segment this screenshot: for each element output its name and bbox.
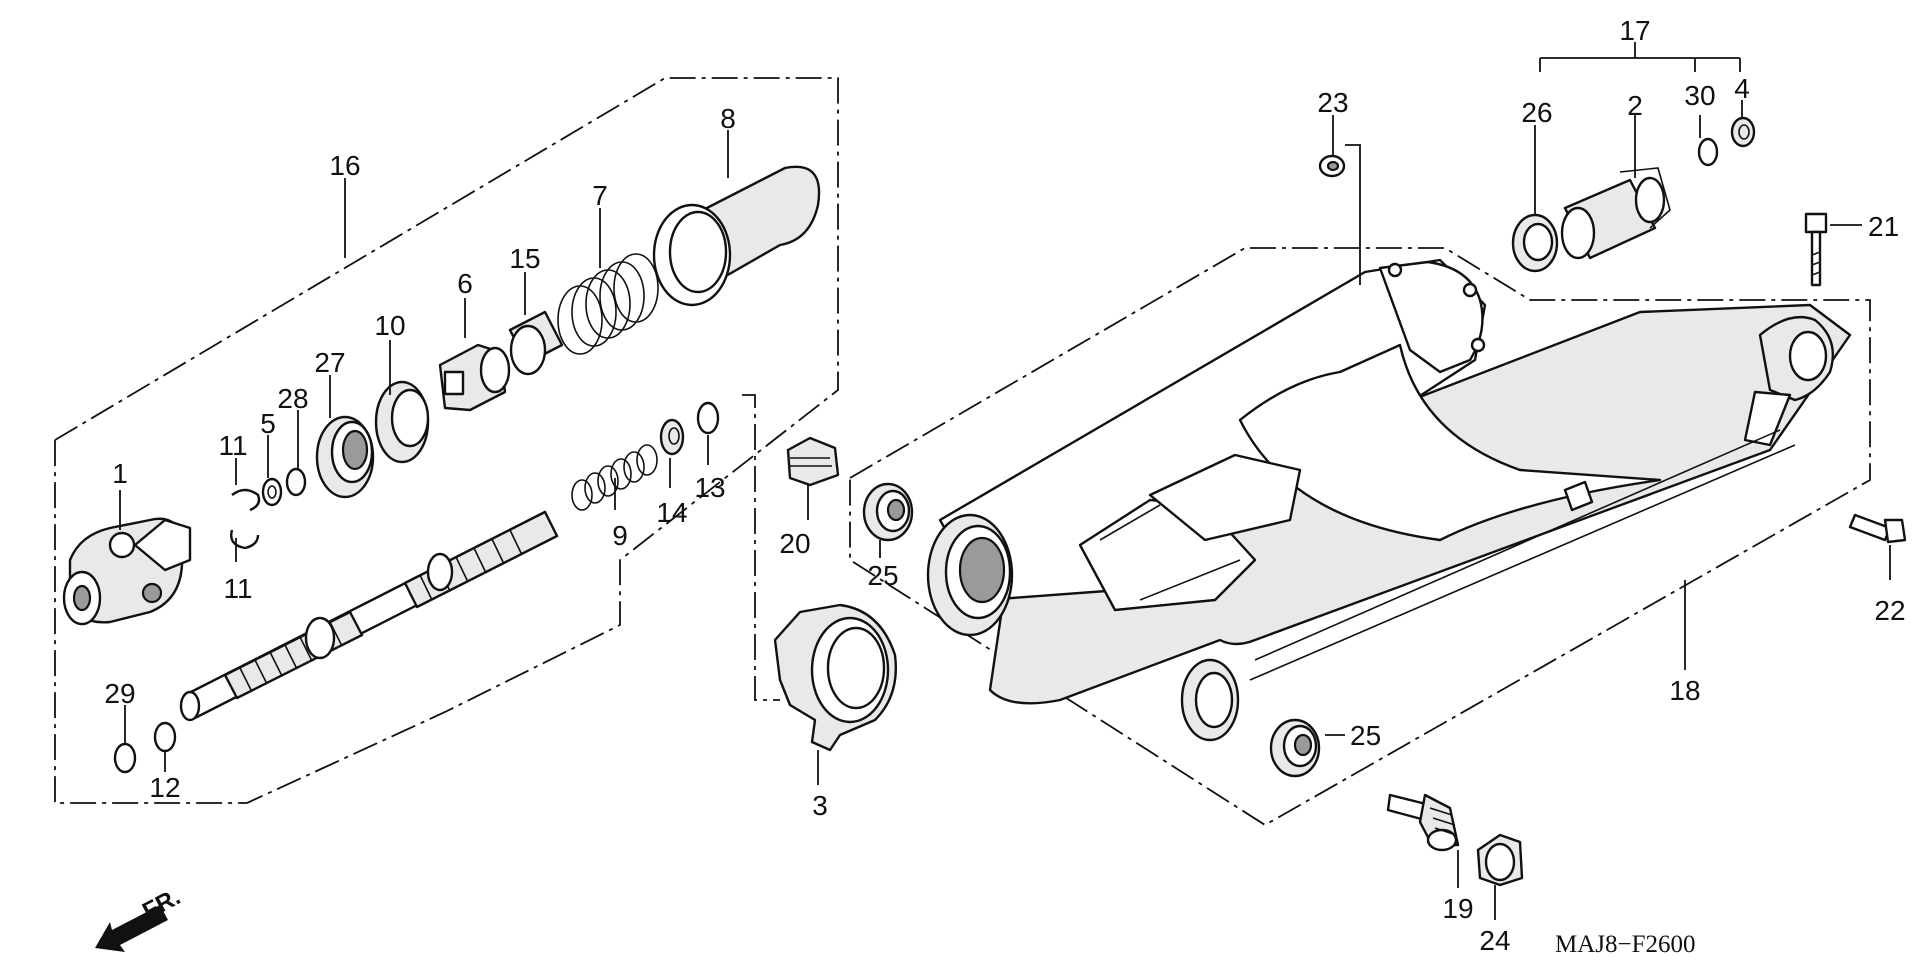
pivot-bolt-19 (1386, 793, 1460, 852)
part-label: 28 (277, 383, 308, 414)
oil-seal-27 (315, 415, 375, 499)
ring-13 (696, 401, 720, 435)
part-label: 16 (329, 150, 360, 181)
part-label: 14 (656, 497, 687, 528)
bolt-22 (1848, 513, 1907, 544)
part-label: 4 (1734, 73, 1750, 104)
circlip-lower (230, 529, 260, 550)
part-label: 27 (314, 347, 345, 378)
part-label: 22 (1874, 595, 1905, 626)
part-label: 20 (779, 528, 810, 559)
part-label: 21 (1868, 211, 1899, 242)
washer-14 (659, 418, 685, 456)
washer-29 (113, 742, 137, 774)
part-label: 29 (104, 678, 135, 709)
part-label: 19 (1442, 893, 1473, 924)
part-label: 18 (1669, 675, 1700, 706)
part-label: 24 (1479, 925, 1510, 956)
part-label: 30 (1684, 80, 1715, 111)
spring-small (571, 444, 658, 511)
bearing-25-upper (862, 482, 914, 542)
seal-26 (1511, 213, 1559, 273)
part-label: 26 (1521, 97, 1552, 128)
bearing-10 (374, 380, 430, 464)
part-label: 8 (720, 103, 736, 134)
lock-nut-24 (1476, 833, 1524, 887)
spring-large (557, 253, 659, 355)
drive-shaft-parts (62, 165, 821, 774)
front-direction-indicator: FR. (95, 883, 185, 952)
part-label: 2 (1627, 90, 1643, 121)
joint-boot-3 (773, 603, 897, 752)
part-label: 9 (612, 520, 628, 551)
part-labels: 1 2 3 4 5 6 7 8 9 10 11 11 12 13 14 15 1… (104, 15, 1905, 956)
part-label: 12 (149, 772, 180, 803)
swingarm (926, 258, 1852, 742)
washer-4 (1730, 116, 1756, 148)
ring-30 (1697, 137, 1719, 167)
part-label: 17 (1619, 15, 1650, 46)
part-label: 5 (260, 408, 276, 439)
drawing-code: MAJ8−F2600 (1555, 931, 1696, 958)
swingarm-group-outline (849, 247, 1871, 827)
part-label: 25 (1350, 720, 1381, 751)
ring-12 (153, 721, 177, 753)
part-label: 3 (812, 790, 828, 821)
nut-23 (1318, 154, 1346, 178)
spline-collar-2 (1560, 167, 1671, 260)
part-label: 25 (867, 560, 898, 591)
group-boundaries (54, 77, 1871, 827)
part-label: 7 (592, 180, 608, 211)
ring-28 (285, 467, 307, 497)
bolt-21 (1804, 212, 1828, 287)
joint-boot-group-outline (742, 394, 780, 701)
bearing-25-lower (1269, 718, 1321, 778)
part-label: 11 (218, 430, 247, 461)
part-label: 10 (374, 310, 405, 341)
circlip-upper (231, 488, 261, 512)
washer-5 (261, 477, 283, 507)
drive-shaft (179, 510, 559, 722)
joint-yoke (438, 343, 511, 412)
part-label: 11 (223, 573, 252, 604)
leader-lines (119, 42, 1891, 920)
part-label: 23 (1317, 87, 1348, 118)
part-label: 13 (694, 472, 725, 503)
front-arrow-icon (95, 905, 168, 952)
boot-cover-8 (652, 165, 821, 307)
collar-15 (508, 310, 564, 376)
drive-shaft-group-outline (54, 77, 839, 804)
universal-joint (62, 517, 192, 626)
part-label: 15 (509, 243, 540, 274)
part-label: 6 (457, 268, 473, 299)
boot-plug-20 (786, 436, 840, 487)
part-label: 1 (112, 458, 128, 489)
